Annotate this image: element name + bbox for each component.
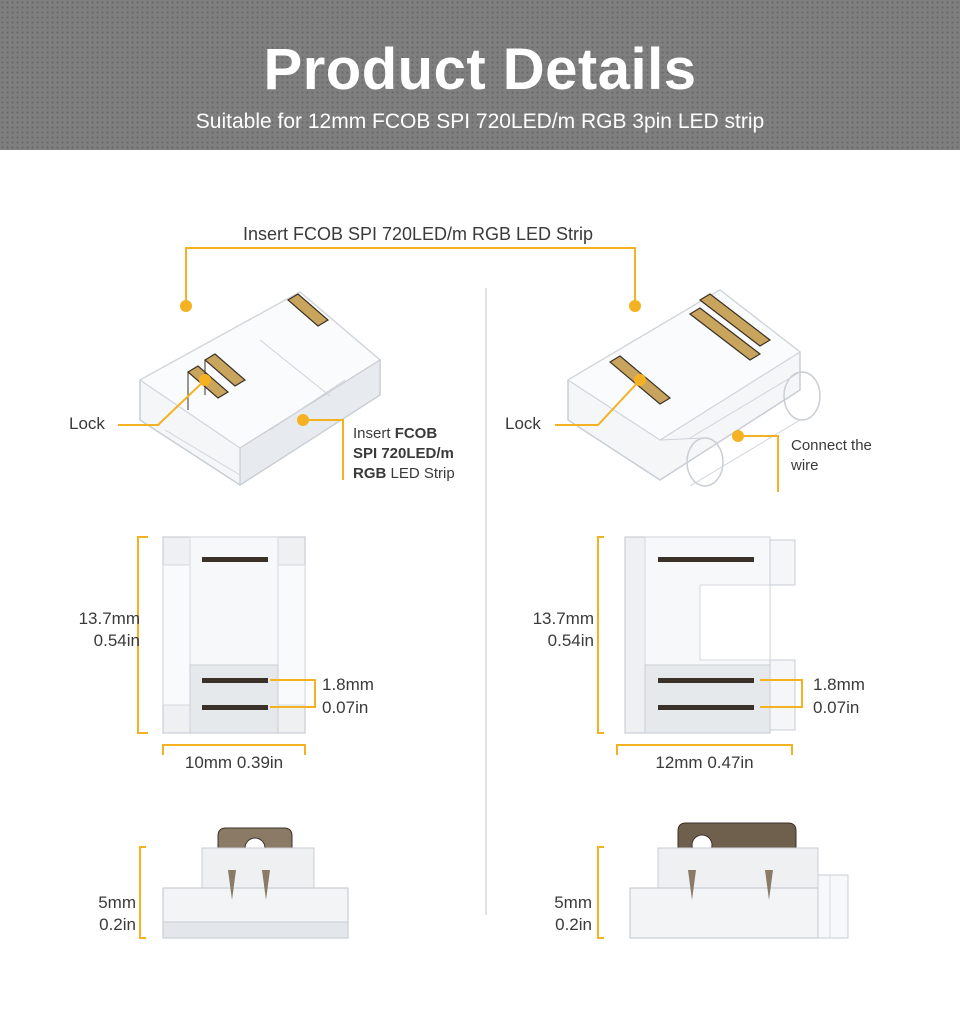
left-pitch-bracket bbox=[270, 679, 316, 708]
page-title: Product Details bbox=[263, 37, 697, 102]
right-pitch-bracket bbox=[760, 679, 803, 708]
right-iso-connector bbox=[566, 289, 821, 487]
insert-strip-label: Insert FCOB SPI 720LED/m RGB LED Strip bbox=[242, 224, 594, 244]
left-side-view bbox=[162, 827, 349, 939]
left-pitch-dimension: 1.8mm 0.07in bbox=[322, 675, 374, 717]
right-width-bracket bbox=[616, 744, 793, 755]
page-subtitle: Suitable for 12mm FCOB SPI 720LED/m RGB … bbox=[195, 110, 765, 133]
insert-dot-right bbox=[629, 300, 641, 312]
right-thickness-dimension: 5mm 0.2in bbox=[554, 893, 592, 934]
left-lock-dot bbox=[199, 374, 211, 386]
left-insert-dot bbox=[297, 414, 309, 426]
right-height-bracket bbox=[597, 536, 604, 734]
left-height-bracket bbox=[137, 536, 148, 734]
left-lock-label: Lock bbox=[69, 414, 105, 433]
left-lock-callout bbox=[118, 379, 206, 426]
left-top-view bbox=[162, 536, 306, 734]
left-thickness-dimension: 5mm 0.2in bbox=[98, 893, 136, 934]
right-thick-bracket bbox=[597, 846, 604, 939]
right-lock-dot bbox=[634, 374, 646, 386]
left-height-dimension: 13.7mm 0.54in bbox=[78, 609, 140, 650]
right-pitch-dimension: 1.8mm 0.07in bbox=[813, 675, 865, 717]
right-side-view bbox=[629, 822, 849, 939]
right-height-dimension: 13.7mm 0.54in bbox=[532, 609, 594, 650]
right-wire-label: Connect the wire bbox=[791, 437, 872, 474]
right-lock-callout bbox=[555, 379, 641, 426]
left-width-dimension: 10mm 0.39in bbox=[184, 753, 284, 772]
left-insert-callout bbox=[303, 419, 344, 480]
right-wire-dot bbox=[732, 430, 744, 442]
right-lock-label: Lock bbox=[505, 414, 541, 433]
right-width-dimension: 12mm 0.47in bbox=[655, 753, 754, 772]
left-insert-label: Insert FCOB SPI 720LED/m RGB LED Strip bbox=[353, 425, 455, 482]
top-bracket-line bbox=[185, 247, 636, 306]
insert-dot-left bbox=[180, 300, 192, 312]
right-top-view bbox=[624, 536, 796, 734]
right-wire-callout bbox=[738, 435, 779, 492]
left-thick-bracket bbox=[139, 846, 146, 939]
header-banner: Product Details Suitable for 12mm FCOB S… bbox=[0, 0, 960, 150]
left-width-bracket bbox=[162, 744, 306, 755]
